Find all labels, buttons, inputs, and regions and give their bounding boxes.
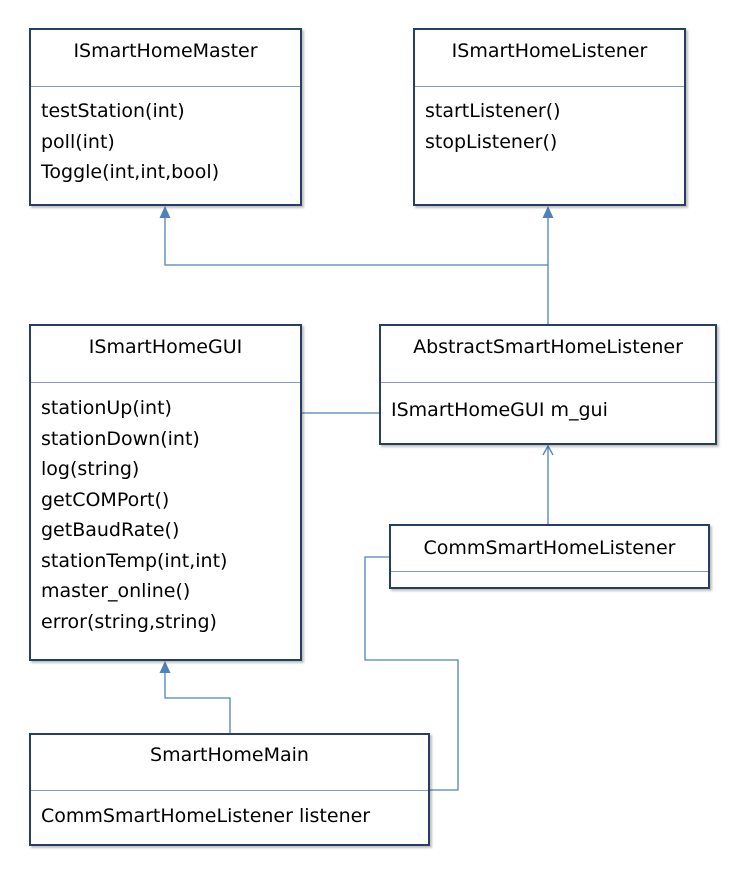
arrowhead-master [159, 206, 171, 218]
method-item: getBaudRate() [41, 519, 180, 541]
class-divider [391, 571, 708, 572]
edge-abstract-to-master [164, 217, 549, 324]
method-item: startListener() [425, 100, 561, 122]
class-ismarthomemaster: ISmartHomeMaster testStation(int) poll(i… [29, 28, 302, 206]
method-item: stopListener() [425, 130, 558, 153]
method-item: Toggle(int,int,bool) [41, 161, 220, 183]
class-fields: ISmartHomeGUI m_gui [391, 395, 711, 426]
arrowhead-abstract [542, 444, 554, 456]
class-ismarthomegui: ISmartHomeGUI stationUp(int) stationDown… [29, 324, 302, 661]
edge-main-to-gui [164, 673, 231, 733]
class-divider [31, 790, 428, 791]
method-item: master_online() [41, 580, 191, 602]
class-commsmarthomelistener: CommSmartHomeListener [389, 524, 710, 589]
method-item: stationUp(int) [41, 397, 172, 419]
method-item: poll(int) [41, 130, 115, 153]
class-methods: stationUp(int) stationDown(int) log(stri… [41, 393, 296, 637]
method-item: error(string,string) [41, 610, 217, 633]
arrowhead-listener [542, 206, 554, 218]
class-name: CommSmartHomeListener [423, 537, 676, 559]
method-item: getCOMPort() [41, 488, 170, 511]
class-methods: testStation(int) poll(int) Toggle(int,in… [41, 96, 296, 188]
class-fields: CommSmartHomeListener listener [41, 801, 424, 832]
class-divider [31, 382, 300, 383]
class-abstractsmarthomelistener: AbstractSmartHomeListener ISmartHomeGUI … [379, 324, 717, 445]
field-item: CommSmartHomeListener listener [41, 805, 371, 827]
class-name: AbstractSmartHomeListener [413, 336, 683, 358]
class-name: ISmartHomeGUI [88, 336, 243, 358]
class-smarthomemain: SmartHomeMain CommSmartHomeListener list… [29, 733, 430, 846]
class-divider [415, 86, 684, 87]
method-item: testStation(int) [41, 100, 185, 122]
method-item: stationTemp(int,int) [41, 549, 228, 572]
class-name: ISmartHomeMaster [73, 40, 258, 62]
class-divider [381, 382, 715, 383]
class-name: SmartHomeMain [150, 744, 309, 766]
edge-main-to-comm [364, 556, 459, 791]
method-item: stationDown(int) [41, 427, 200, 450]
class-name: ISmartHomeListener [451, 40, 648, 62]
field-item: ISmartHomeGUI m_gui [391, 399, 608, 421]
class-methods: startListener() stopListener() [425, 96, 680, 157]
method-item: log(string) [41, 458, 140, 480]
class-ismarthomelistener: ISmartHomeListener startListener() stopL… [413, 28, 686, 206]
arrowhead-gui [159, 661, 171, 673]
class-divider [31, 86, 300, 87]
